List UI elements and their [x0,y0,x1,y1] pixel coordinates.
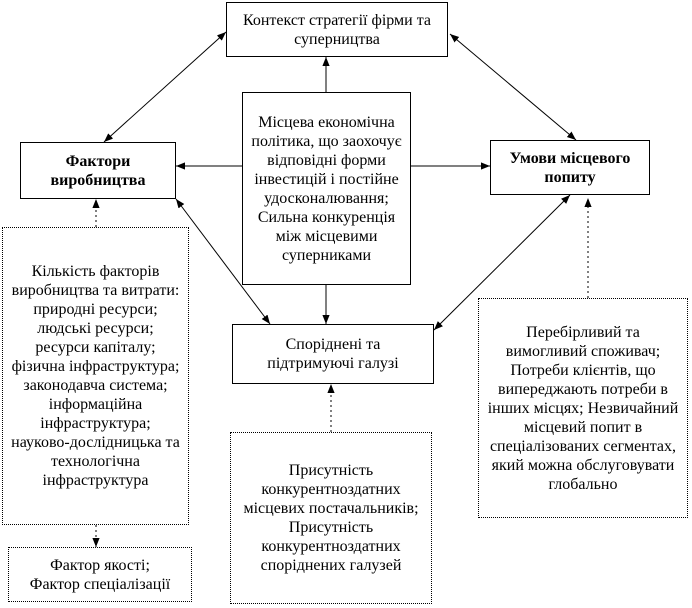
node-policy: Місцева економічна політика, що заохочує… [242,92,411,285]
node-factors: Фактори виробництва [20,142,176,199]
node-strategy: Контекст стратегії фірми та суперництва [226,2,448,57]
node-demand-details-label: Перебірливий та вимогливий споживач; Пот… [487,323,679,493]
node-strategy-label: Контекст стратегії фірми та суперництва [242,11,432,48]
node-demand: Умови місцевого попиту [490,140,650,195]
node-suppliers-label: Присутність конкурентноздатних місцевих … [243,462,419,574]
node-factor-details: Кількість факторів виробництва та витрат… [2,227,189,525]
node-policy-label: Місцева економічна політика, що заохочує… [251,113,402,264]
arrow-demand-related [433,194,571,331]
node-suppliers: Присутність конкурентноздатних місцевих … [230,432,432,604]
node-quality-label: Фактор якості; Фактор спеціалізації [29,556,171,593]
node-demand-details: Перебірливий та вимогливий споживач; Пот… [478,298,688,518]
node-factors-label: Фактори виробництва [50,152,146,189]
node-quality: Фактор якості; Фактор спеціалізації [8,547,192,602]
node-demand-label: Умови місцевого попиту [509,149,631,186]
arrow-factors-related [175,198,271,325]
node-related: Споріднені та підтримуючі галузі [232,324,434,384]
node-related-label: Споріднені та підтримуючі галузі [267,336,399,372]
arrow-strategy-demand [449,33,577,141]
node-factor-details-label: Кількість факторів виробництва та витрат… [11,263,180,489]
arrow-strategy-factors [103,31,227,143]
